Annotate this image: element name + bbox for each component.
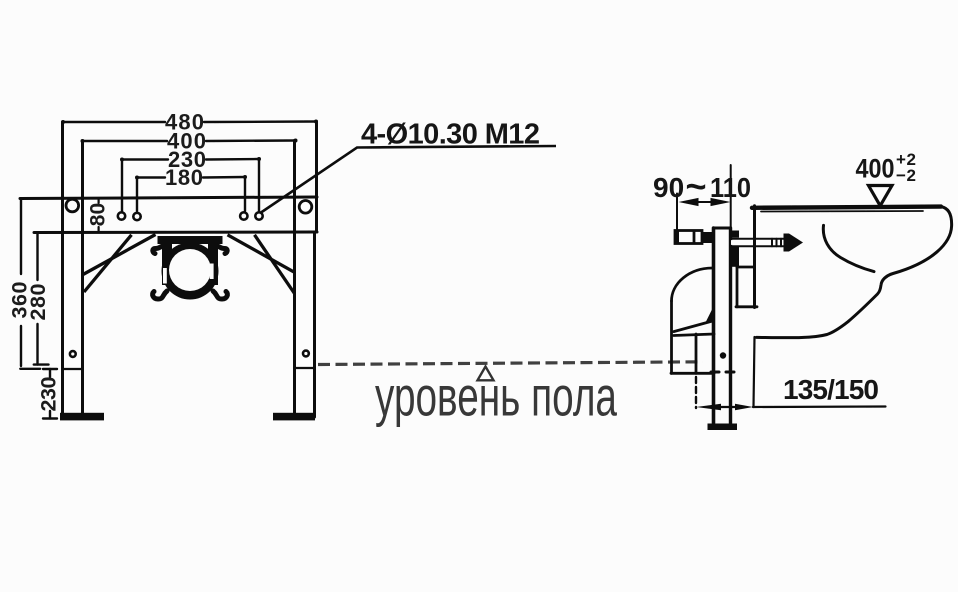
svg-text:80: 80	[87, 203, 110, 226]
svg-text:230: 230	[37, 376, 61, 411]
svg-text:+2: +2	[896, 150, 916, 169]
svg-text:уровень пола: уровень пола	[375, 365, 618, 428]
svg-text:480: 480	[165, 110, 204, 135]
svg-text:90: 90	[653, 172, 684, 203]
svg-text:400: 400	[856, 153, 895, 183]
svg-text:4-Ø10.30 M12: 4-Ø10.30 M12	[361, 119, 540, 151]
svg-text:−2: −2	[896, 166, 916, 185]
svg-text:360: 360	[8, 281, 32, 318]
svg-text:400: 400	[167, 129, 206, 154]
svg-text:280: 280	[26, 283, 50, 320]
svg-text:135/150: 135/150	[783, 374, 879, 405]
svg-text:180: 180	[165, 165, 203, 190]
svg-text:110: 110	[710, 172, 751, 203]
svg-text:230: 230	[168, 147, 206, 172]
svg-text:~: ~	[685, 166, 706, 207]
